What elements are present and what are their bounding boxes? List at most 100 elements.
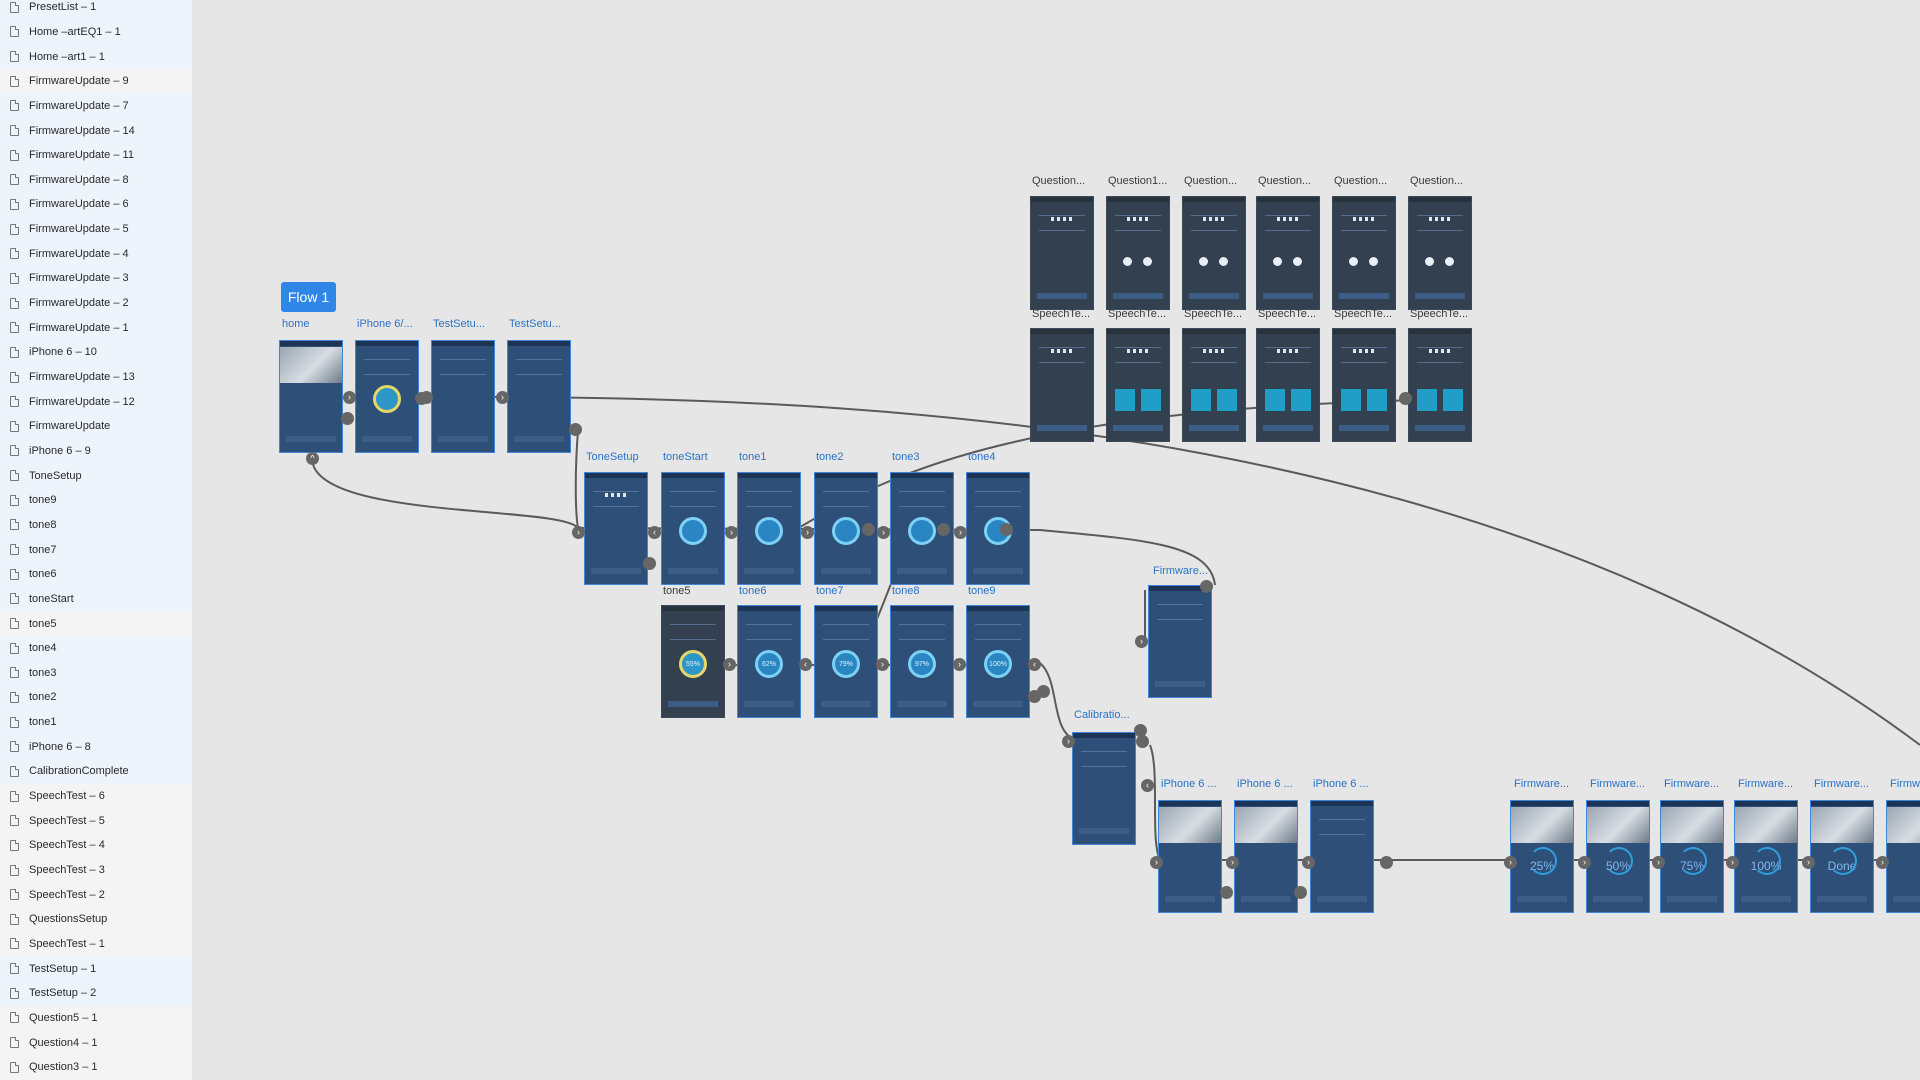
artboard-label[interactable]: iPhone 6 ... (1161, 778, 1217, 790)
chevron-icon[interactable]: › (1876, 856, 1889, 869)
chevron-icon[interactable]: › (876, 658, 889, 671)
artboard-label[interactable]: SpeechTe... (1410, 308, 1469, 320)
chevron-icon[interactable]: › (496, 391, 509, 404)
chevron-icon[interactable]: ‹ (799, 658, 812, 671)
connector-node[interactable] (937, 523, 950, 536)
artboard-label[interactable]: Firmware... (1153, 565, 1208, 577)
layer-item[interactable]: CalibrationComplete (0, 759, 192, 784)
layer-item[interactable]: PresetList – 1 (0, 0, 192, 20)
artboard-label[interactable]: SpeechTe... (1334, 308, 1393, 320)
artboard-label[interactable]: Firmware... (1514, 778, 1569, 790)
artboard-firmware-progress[interactable]: 50% (1586, 800, 1650, 913)
artboard-label[interactable]: Question... (1258, 175, 1312, 187)
chevron-icon[interactable]: › (1302, 856, 1315, 869)
artboard-label[interactable]: tone8 (892, 585, 920, 597)
artboard-label[interactable]: tone2 (816, 451, 844, 463)
layer-item[interactable]: tone9 (0, 488, 192, 513)
layer-item[interactable]: Home –artEQ1 – 1 (0, 20, 192, 45)
layer-item[interactable]: QuestionsSetup (0, 907, 192, 932)
layer-item[interactable]: FirmwareUpdate – 13 (0, 365, 192, 390)
artboard-label[interactable]: Calibratio... (1074, 709, 1130, 721)
layer-item[interactable]: Question5 – 1 (0, 1005, 192, 1031)
layer-item[interactable]: TestSetup – 1 (0, 956, 192, 981)
layer-item[interactable]: FirmwareUpdate – 14 (0, 118, 192, 143)
chevron-icon[interactable]: ^ (306, 452, 319, 465)
connector-node[interactable] (569, 423, 582, 436)
artboard-tone2[interactable] (814, 472, 878, 585)
artboard-label[interactable]: Question... (1410, 175, 1464, 187)
layer-item[interactable]: Home –art1 – 1 (0, 44, 192, 69)
artboard-label[interactable]: SpeechTe... (1258, 308, 1317, 320)
layer-item[interactable]: tone2 (0, 685, 192, 710)
connector-node[interactable] (415, 392, 428, 405)
layer-item[interactable]: Question4 – 1 (0, 1030, 192, 1055)
artboard-label[interactable]: TestSetu... (509, 318, 561, 330)
layer-item[interactable]: SpeechTest – 4 (0, 833, 192, 858)
artboard-tone1[interactable] (737, 472, 801, 585)
layer-item[interactable]: SpeechTest – 1 (0, 931, 192, 957)
chevron-icon[interactable]: ‹ (1141, 779, 1154, 792)
artboard-tone9[interactable]: 100% (966, 605, 1030, 718)
artboard-firmware-progress[interactable] (1886, 800, 1920, 913)
artboard-label[interactable]: SpeechTe... (1032, 308, 1091, 320)
chevron-icon[interactable]: › (1802, 856, 1815, 869)
layer-item[interactable]: tone1 (0, 710, 192, 735)
layer-item[interactable]: ToneSetup (0, 463, 192, 488)
artboard-label[interactable]: toneStart (663, 451, 708, 463)
layer-item[interactable]: FirmwareUpdate – 4 (0, 242, 192, 267)
artboard-tone4[interactable] (966, 472, 1030, 585)
artboard-tone8[interactable]: 97% (890, 605, 954, 718)
chevron-icon[interactable]: › (1062, 735, 1075, 748)
layer-item[interactable]: tone3 (0, 661, 192, 686)
layer-item[interactable]: FirmwareUpdate – 2 (0, 291, 192, 316)
artboard-speechtest[interactable] (1256, 328, 1320, 442)
artboard-label[interactable]: tone9 (968, 585, 996, 597)
artboard-label[interactable]: Question1... (1108, 175, 1168, 187)
layer-item[interactable]: tone8 (0, 513, 192, 538)
artboard-label[interactable]: iPhone 6 ... (1237, 778, 1293, 790)
artboard-label[interactable]: SpeechTe... (1184, 308, 1243, 320)
chevron-icon[interactable]: › (1226, 856, 1239, 869)
connector-node[interactable] (1136, 735, 1149, 748)
layer-item[interactable]: toneStart (0, 587, 192, 612)
artboard-iphone6_3[interactable] (1310, 800, 1374, 913)
chevron-icon[interactable]: › (1504, 856, 1517, 869)
artboard-question[interactable] (1106, 196, 1170, 310)
artboard-calibration[interactable] (1072, 732, 1136, 845)
chevron-icon[interactable]: › (343, 391, 356, 404)
layer-item[interactable]: FirmwareUpdate – 7 (0, 94, 192, 119)
connector-node[interactable] (1028, 690, 1041, 703)
layer-item[interactable]: iPhone 6 – 10 (0, 340, 192, 365)
chevron-icon[interactable]: › (572, 526, 585, 539)
artboard-label[interactable]: tone4 (968, 451, 996, 463)
layer-item[interactable]: FirmwareUpdate – 3 (0, 266, 192, 291)
artboard-firmware-progress[interactable]: 100% (1734, 800, 1798, 913)
chevron-icon[interactable]: › (1726, 856, 1739, 869)
connector-node[interactable] (1220, 886, 1233, 899)
connector-node[interactable] (1134, 724, 1147, 737)
layer-item[interactable]: SpeechTest – 3 (0, 857, 192, 883)
layer-item[interactable]: FirmwareUpdate – 5 (0, 217, 192, 242)
artboard-question[interactable] (1332, 196, 1396, 310)
artboard-speechtest[interactable] (1030, 328, 1094, 442)
layer-item[interactable]: iPhone 6 – 9 (0, 439, 192, 464)
layer-item[interactable]: FirmwareUpdate – 12 (0, 389, 192, 414)
artboard-home[interactable] (279, 340, 343, 453)
chevron-icon[interactable]: › (723, 658, 736, 671)
layer-item[interactable]: FirmwareUpdate – 11 (0, 143, 192, 168)
artboard-speechtest[interactable] (1332, 328, 1396, 442)
artboard-tonestart[interactable] (661, 472, 725, 585)
artboard-label[interactable]: tone5 (663, 585, 691, 597)
chevron-icon[interactable]: › (1652, 856, 1665, 869)
layer-item[interactable]: tone4 (0, 636, 192, 661)
artboard-iphone6[interactable] (355, 340, 419, 453)
artboard-label[interactable]: ToneSetup (586, 451, 639, 463)
layer-item[interactable]: FirmwareUpdate (0, 414, 192, 439)
artboard-iphone6_1[interactable] (1158, 800, 1222, 913)
connector-node[interactable] (862, 523, 875, 536)
layer-item[interactable]: tone5 (0, 611, 192, 636)
layer-item[interactable]: Question3 – 1 (0, 1054, 192, 1080)
artboard-tone6[interactable]: 62% (737, 605, 801, 718)
chevron-icon[interactable]: › (1150, 856, 1163, 869)
artboard-firmware[interactable] (1148, 585, 1212, 698)
